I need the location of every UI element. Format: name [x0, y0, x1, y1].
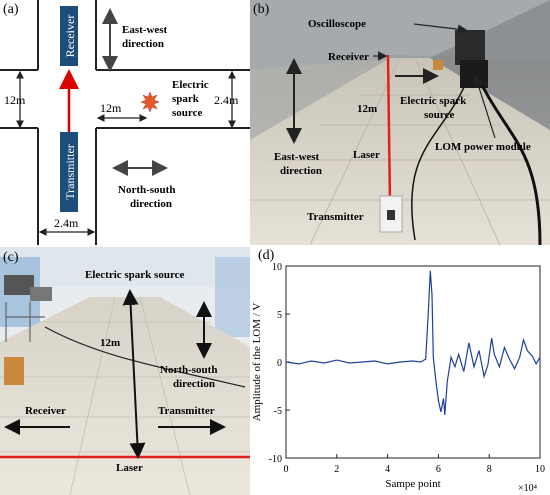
east-west-line2: direction [122, 38, 164, 50]
x-axis-label: Sampe point [385, 478, 440, 490]
x-tick-label: 4 [385, 464, 390, 475]
ns-label-c-line1: North-south [160, 364, 217, 376]
dist-label-c: 12m [100, 337, 120, 349]
dim-vertical-label: 12m [4, 93, 26, 107]
transmitter-label-c: Transmitter [158, 405, 215, 417]
oscilloscope-label: Oscilloscope [308, 18, 366, 30]
laser-label-b: Laser [353, 149, 380, 161]
spark-label-b-line1: Electric spark [400, 95, 467, 107]
lom-signal-line [285, 270, 541, 415]
corridor-photo-b: Oscilloscope Receiver 12m Electric spark… [250, 0, 550, 245]
y-tick-label: 0 [277, 358, 282, 369]
x-tick-label: 8 [487, 464, 492, 475]
panel-a-tag: (a) [3, 2, 19, 17]
north-south-line1: North-south [118, 184, 175, 196]
spark-line2: spark [172, 93, 200, 105]
panel-a: Receiver Transmitter East-west direction… [0, 0, 250, 245]
x-tick-label: 10 [535, 464, 545, 475]
ns-label-c-line2: direction [173, 378, 215, 390]
panel-b-tag: (b) [253, 2, 270, 17]
corridor-photo-c: Electric spark source 12m North-south di… [0, 247, 250, 495]
y-tick-label: -5 [274, 406, 282, 417]
spark-icon [140, 91, 160, 113]
panel-c: Electric spark source 12m North-south di… [0, 247, 250, 495]
corridor-walls [0, 0, 250, 245]
transmitter-box [60, 132, 78, 212]
spark-line1: Electric [172, 79, 209, 91]
dist-label-b: 12m [357, 103, 377, 115]
laser-line-b [386, 54, 392, 206]
y-axis-label: Amplitude of the LOM / V [251, 303, 263, 422]
distance-arrow-c [122, 289, 146, 459]
dim-bottom-label: 2.4m [54, 216, 79, 230]
spark-label-c: Electric spark source [85, 269, 185, 281]
panel-b: Oscilloscope Receiver 12m Electric spark… [250, 0, 550, 245]
transmitter-label-b: Transmitter [307, 211, 364, 223]
plot-frame [285, 265, 541, 459]
x-tick-label: 6 [436, 464, 441, 475]
spark-label-b-line2: source [424, 109, 454, 121]
transmitter-label: Transmitter [63, 144, 77, 200]
x-tick-label: 2 [334, 464, 339, 475]
y-tick-label: 10 [272, 262, 282, 273]
spark-line3: source [172, 107, 202, 119]
layout-diagram: Receiver Transmitter East-west direction… [0, 0, 250, 245]
east-west-line1: East-west [122, 24, 168, 36]
laser-label-c: Laser [116, 462, 143, 474]
north-south-line2: direction [130, 198, 172, 210]
panel-c-tag: (c) [3, 250, 19, 265]
receiver-label: Receiver [63, 15, 77, 58]
receiver-box [60, 6, 78, 66]
lom-label: LOM power module [435, 141, 531, 153]
lom-amplitude-chart: 10 5 0 -5 -10 0 2 4 6 8 10 Amplitude of the LOM /… [251, 262, 545, 494]
y-tick-label: -10 [269, 454, 282, 465]
ew-label-b-line2: direction [280, 165, 322, 177]
panel-d-tag: (d) [258, 248, 275, 263]
receiver-label-b: Receiver [328, 51, 369, 63]
x-tick-label: 0 [284, 464, 289, 475]
x-multiplier: ×10⁴ [518, 483, 538, 494]
dim-horizontal-label: 12m [100, 101, 122, 115]
y-tick-label: 5 [277, 310, 282, 321]
ew-label-b-line1: East-west [274, 151, 320, 163]
receiver-label-c: Receiver [25, 405, 66, 417]
dim-right-label: 2.4m [214, 93, 239, 107]
panel-d: 10 5 0 -5 -10 0 2 4 6 8 10 Amplitude of the LOM /… [250, 247, 550, 495]
